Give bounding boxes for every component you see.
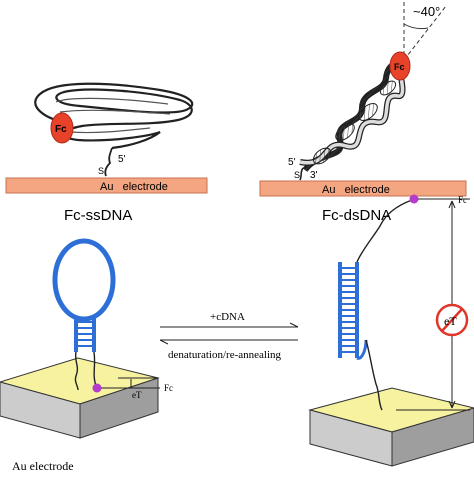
fc-label-bottom-right: Fc: [458, 195, 467, 205]
duplex-tether: [365, 339, 383, 411]
fc-label-right: Fc: [394, 62, 405, 72]
five-prime-label-left: 5': [118, 154, 126, 165]
duplex-bend: [356, 339, 368, 360]
sulfur-label-right: S: [294, 170, 300, 180]
electrode-label-right: Au electrode: [322, 184, 390, 196]
angle-arc: [403, 23, 429, 30]
hairpin-loop: [52, 238, 116, 322]
reverse-arrow-head: [159, 339, 169, 345]
ssdna-coil-inner: [55, 97, 171, 134]
sulfur-label-left: S: [98, 166, 104, 176]
forward-arrow-head: [289, 322, 299, 328]
ssdna-coil: [34, 82, 194, 150]
dna-double-helix: [299, 60, 406, 173]
reverse-arrow-label: denaturation/re-annealing: [168, 349, 282, 361]
au-electrode-bar-right: [259, 180, 467, 197]
hairpin-tether: [74, 351, 79, 391]
caption-fc-dsdna: Fc-dsDNA: [322, 207, 391, 224]
et-label-left: eT: [132, 390, 142, 400]
electrode-label-left: Au electrode: [100, 181, 168, 193]
ferrocene-ball-right: [389, 51, 411, 81]
stem-base-pairs: [76, 321, 94, 347]
duplex-right-panel: Fc eT: [308, 194, 474, 467]
dsdna-tether: [299, 167, 304, 181]
fc-label-bottom-left: Fc: [164, 383, 173, 393]
et-label-right: eT: [444, 314, 457, 328]
three-prime-label-right: 3': [310, 170, 318, 181]
caption-fc-ssdna: Fc-ssDNA: [64, 207, 132, 224]
duplex-fc-arm: [356, 199, 413, 263]
fc-dsdna-panel: Au electrode ~40° Fc 5' S 3' Fc-dsDNA: [259, 2, 467, 224]
forward-arrow-label: +cDNA: [210, 311, 245, 323]
fc-dot-right: [409, 194, 419, 204]
fc-label-left: Fc: [55, 124, 67, 135]
au-electrode-bar-left: [5, 177, 208, 194]
ssdna-tether: [104, 147, 113, 177]
tilt-reference-line: [403, 5, 447, 61]
fc-dot-left: [92, 383, 102, 393]
electrode-side-right: [391, 407, 474, 467]
fc-ssdna-panel: Au electrode Fc S 5' Fc-ssDNA: [5, 82, 208, 224]
au-electrode-caption: Au electrode: [12, 459, 74, 473]
angle-label: ~40°: [413, 4, 440, 19]
five-prime-label-right: 5': [288, 157, 296, 168]
electrode-side-left: [79, 377, 159, 439]
ferrocene-ball-left: [50, 112, 74, 144]
reaction-arrows: +cDNA denaturation/re-annealing: [159, 311, 299, 361]
hairpin-left-panel: eT Fc Au electrode: [0, 238, 173, 473]
duplex-base-pairs: [340, 267, 357, 353]
hairpin-fc-arm: [93, 351, 97, 387]
